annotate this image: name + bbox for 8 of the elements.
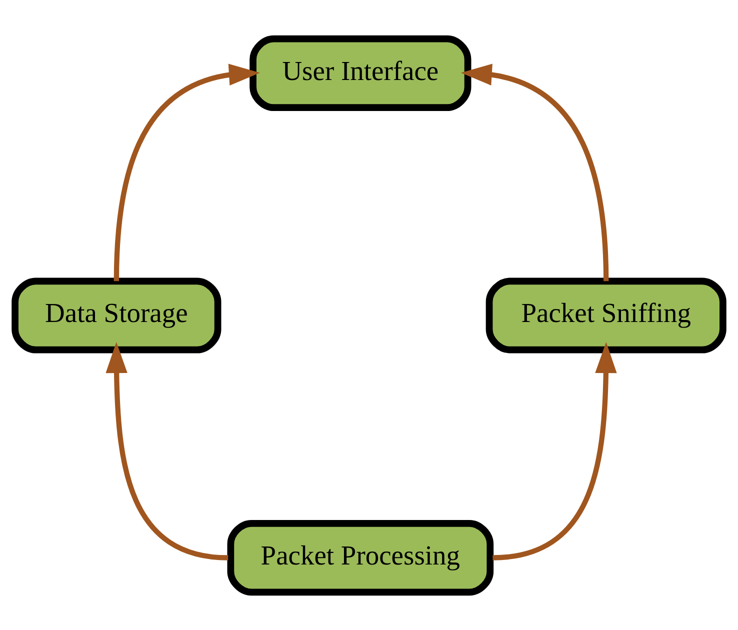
arrow (106, 342, 228, 560)
arrow (492, 342, 617, 560)
node-box: Data Storage (12, 277, 222, 353)
node-box: User Interface (250, 34, 472, 111)
arrow (460, 63, 609, 281)
node-box: Packet Processing (227, 519, 494, 596)
arrow (114, 63, 260, 281)
node-box: Packet Sniffing (486, 277, 726, 353)
